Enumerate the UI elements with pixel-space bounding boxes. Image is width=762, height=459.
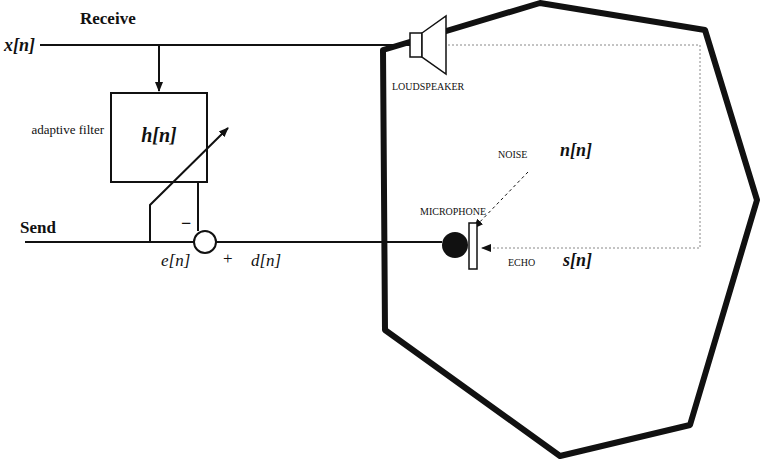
part-name: NOISE [498, 150, 527, 160]
room-outline [383, 3, 757, 456]
noise-path [474, 172, 528, 228]
filter-heading: adaptive filter [31, 122, 104, 138]
loudspeaker-cone [422, 16, 446, 74]
part-name: LOUDSPEAKER [392, 82, 464, 92]
filter-symbol: h[n] [139, 124, 179, 147]
part-name: MICROPHONE [420, 207, 486, 217]
receive-wire [40, 44, 410, 46]
sign-symbol: + [222, 250, 234, 267]
microphone-wire [216, 241, 442, 243]
sign-symbol: − [180, 214, 192, 232]
microphone-body [442, 232, 468, 258]
signal-name: x[n] [4, 36, 35, 54]
signal-name: s[n] [563, 251, 592, 269]
echo-path [448, 45, 700, 248]
microphone-diaphragm [469, 223, 477, 269]
loudspeaker-magnet [410, 33, 422, 57]
summing-junction [194, 231, 216, 253]
signal-name: n[n] [560, 141, 592, 159]
signal-name: e[n] [160, 252, 191, 269]
send-wire [25, 241, 194, 243]
part-name: ECHO [508, 258, 535, 268]
filter-input-wire [158, 45, 160, 91]
signal-name: Send [20, 219, 56, 236]
signal-name: d[n] [250, 252, 282, 269]
filter-output-wire [197, 183, 199, 231]
signal-name: Receive [80, 10, 136, 27]
adaptive-filter-box: adaptive filterh[n] [110, 92, 208, 183]
